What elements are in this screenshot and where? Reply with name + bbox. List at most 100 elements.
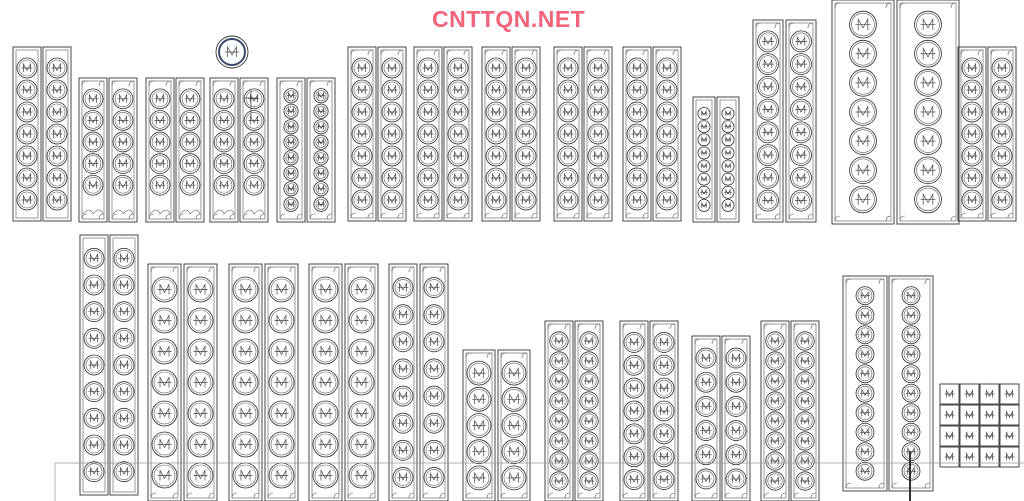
medallion-ring bbox=[270, 371, 293, 394]
medallion-ring bbox=[425, 469, 443, 486]
corner-ornament bbox=[111, 213, 118, 220]
corner-ornament bbox=[950, 215, 957, 222]
monogram-medallion bbox=[351, 189, 373, 211]
monogram-medallion bbox=[579, 351, 599, 371]
monogram-medallion bbox=[557, 79, 579, 101]
monogram-medallion bbox=[587, 57, 609, 79]
medallion-ring bbox=[589, 125, 607, 143]
monogram-glyph bbox=[966, 172, 978, 182]
medallion-ring bbox=[234, 464, 257, 487]
medallion-ring bbox=[468, 441, 490, 463]
monogram-medallion bbox=[417, 79, 439, 101]
corner-ornament bbox=[422, 492, 429, 499]
monogram-glyph bbox=[562, 172, 574, 182]
corner-ornament bbox=[652, 492, 659, 499]
corner-ornament bbox=[878, 482, 885, 489]
medallion-ring bbox=[84, 176, 102, 194]
corner-ornament bbox=[807, 213, 814, 220]
panel-frame bbox=[790, 320, 820, 501]
medallion-ring bbox=[350, 371, 373, 394]
monogram-glyph bbox=[661, 128, 673, 138]
monogram-medallion bbox=[351, 79, 373, 101]
monogram-medallion bbox=[151, 369, 178, 396]
monogram-medallion bbox=[656, 145, 678, 167]
monogram-glyph bbox=[193, 407, 208, 419]
monogram-glyph bbox=[855, 134, 871, 147]
medallion-ring bbox=[468, 467, 490, 489]
corner-ornament bbox=[253, 266, 260, 273]
carved-panel bbox=[276, 77, 306, 223]
monogram-medallion bbox=[313, 150, 329, 166]
monogram-medallion bbox=[82, 174, 104, 196]
monogram-glyph bbox=[724, 201, 732, 208]
medallion-ring bbox=[628, 59, 646, 77]
monogram-glyph bbox=[472, 393, 486, 405]
monogram-medallion bbox=[961, 123, 983, 145]
medallion-ring bbox=[84, 112, 102, 129]
monogram-medallion bbox=[656, 57, 678, 79]
monogram-glyph bbox=[428, 309, 440, 319]
monogram-medallion bbox=[849, 69, 877, 97]
monogram-medallion bbox=[113, 407, 135, 429]
medallion-ring bbox=[115, 436, 133, 454]
monogram-medallion bbox=[757, 98, 779, 121]
monogram-medallion bbox=[392, 331, 414, 353]
monogram-medallion bbox=[213, 174, 235, 196]
monogram-glyph bbox=[452, 106, 464, 116]
monogram-glyph bbox=[628, 337, 640, 347]
corner-ornament bbox=[326, 80, 333, 87]
panel-inner-border bbox=[622, 323, 646, 499]
monogram-glyph bbox=[318, 283, 333, 295]
monogram-medallion bbox=[795, 351, 815, 371]
medallion-ring bbox=[270, 309, 293, 332]
monogram-glyph bbox=[724, 136, 732, 143]
corner-ornament bbox=[500, 352, 507, 359]
medallion-ring bbox=[759, 78, 777, 96]
monogram-medallion bbox=[112, 88, 134, 110]
monogram-medallion bbox=[855, 422, 875, 442]
medallion-ring bbox=[916, 158, 940, 182]
monogram-glyph bbox=[225, 45, 239, 57]
medallion-ring bbox=[759, 191, 777, 210]
medallion-ring bbox=[581, 353, 597, 369]
monogram-medallion bbox=[795, 451, 815, 471]
medallion-ring bbox=[234, 278, 257, 301]
corner-ornament bbox=[977, 49, 984, 56]
monogram-glyph bbox=[859, 368, 871, 378]
medallion-ring bbox=[383, 103, 401, 121]
medallion-ring bbox=[581, 433, 597, 449]
monogram-medallion bbox=[765, 351, 785, 371]
monogram-glyph bbox=[317, 153, 325, 161]
monogram-medallion bbox=[695, 420, 717, 441]
monogram-glyph bbox=[920, 105, 936, 118]
monogram-glyph bbox=[154, 93, 166, 103]
monogram-glyph bbox=[87, 136, 99, 146]
monogram-glyph bbox=[1004, 410, 1015, 419]
monogram-glyph bbox=[21, 84, 33, 94]
medallion-ring bbox=[314, 402, 337, 425]
base-scroll-ornament bbox=[82, 209, 104, 215]
monogram-glyph bbox=[386, 194, 398, 204]
monogram-glyph bbox=[724, 175, 732, 182]
monogram-glyph bbox=[553, 355, 565, 365]
monogram-glyph bbox=[507, 445, 521, 457]
corner-ornament bbox=[446, 212, 453, 219]
medallion-ring bbox=[18, 81, 36, 99]
corner-ornament bbox=[669, 492, 676, 499]
monogram-medallion bbox=[46, 123, 68, 145]
monogram-glyph bbox=[397, 363, 409, 373]
carved-panel bbox=[443, 46, 473, 222]
monogram-medallion bbox=[313, 88, 329, 104]
monogram-glyph bbox=[397, 336, 409, 346]
monogram-glyph bbox=[356, 106, 368, 116]
medallion-ring bbox=[916, 71, 940, 95]
panel-frame bbox=[308, 263, 343, 501]
medallion-ring bbox=[353, 103, 371, 121]
monogram-glyph bbox=[859, 446, 871, 456]
monogram-medallion bbox=[466, 360, 492, 386]
monogram-glyph bbox=[562, 84, 574, 94]
corner-ornament bbox=[369, 266, 376, 273]
monogram-glyph bbox=[422, 106, 434, 116]
monogram-glyph bbox=[583, 355, 595, 365]
monogram-medallion bbox=[179, 110, 201, 131]
